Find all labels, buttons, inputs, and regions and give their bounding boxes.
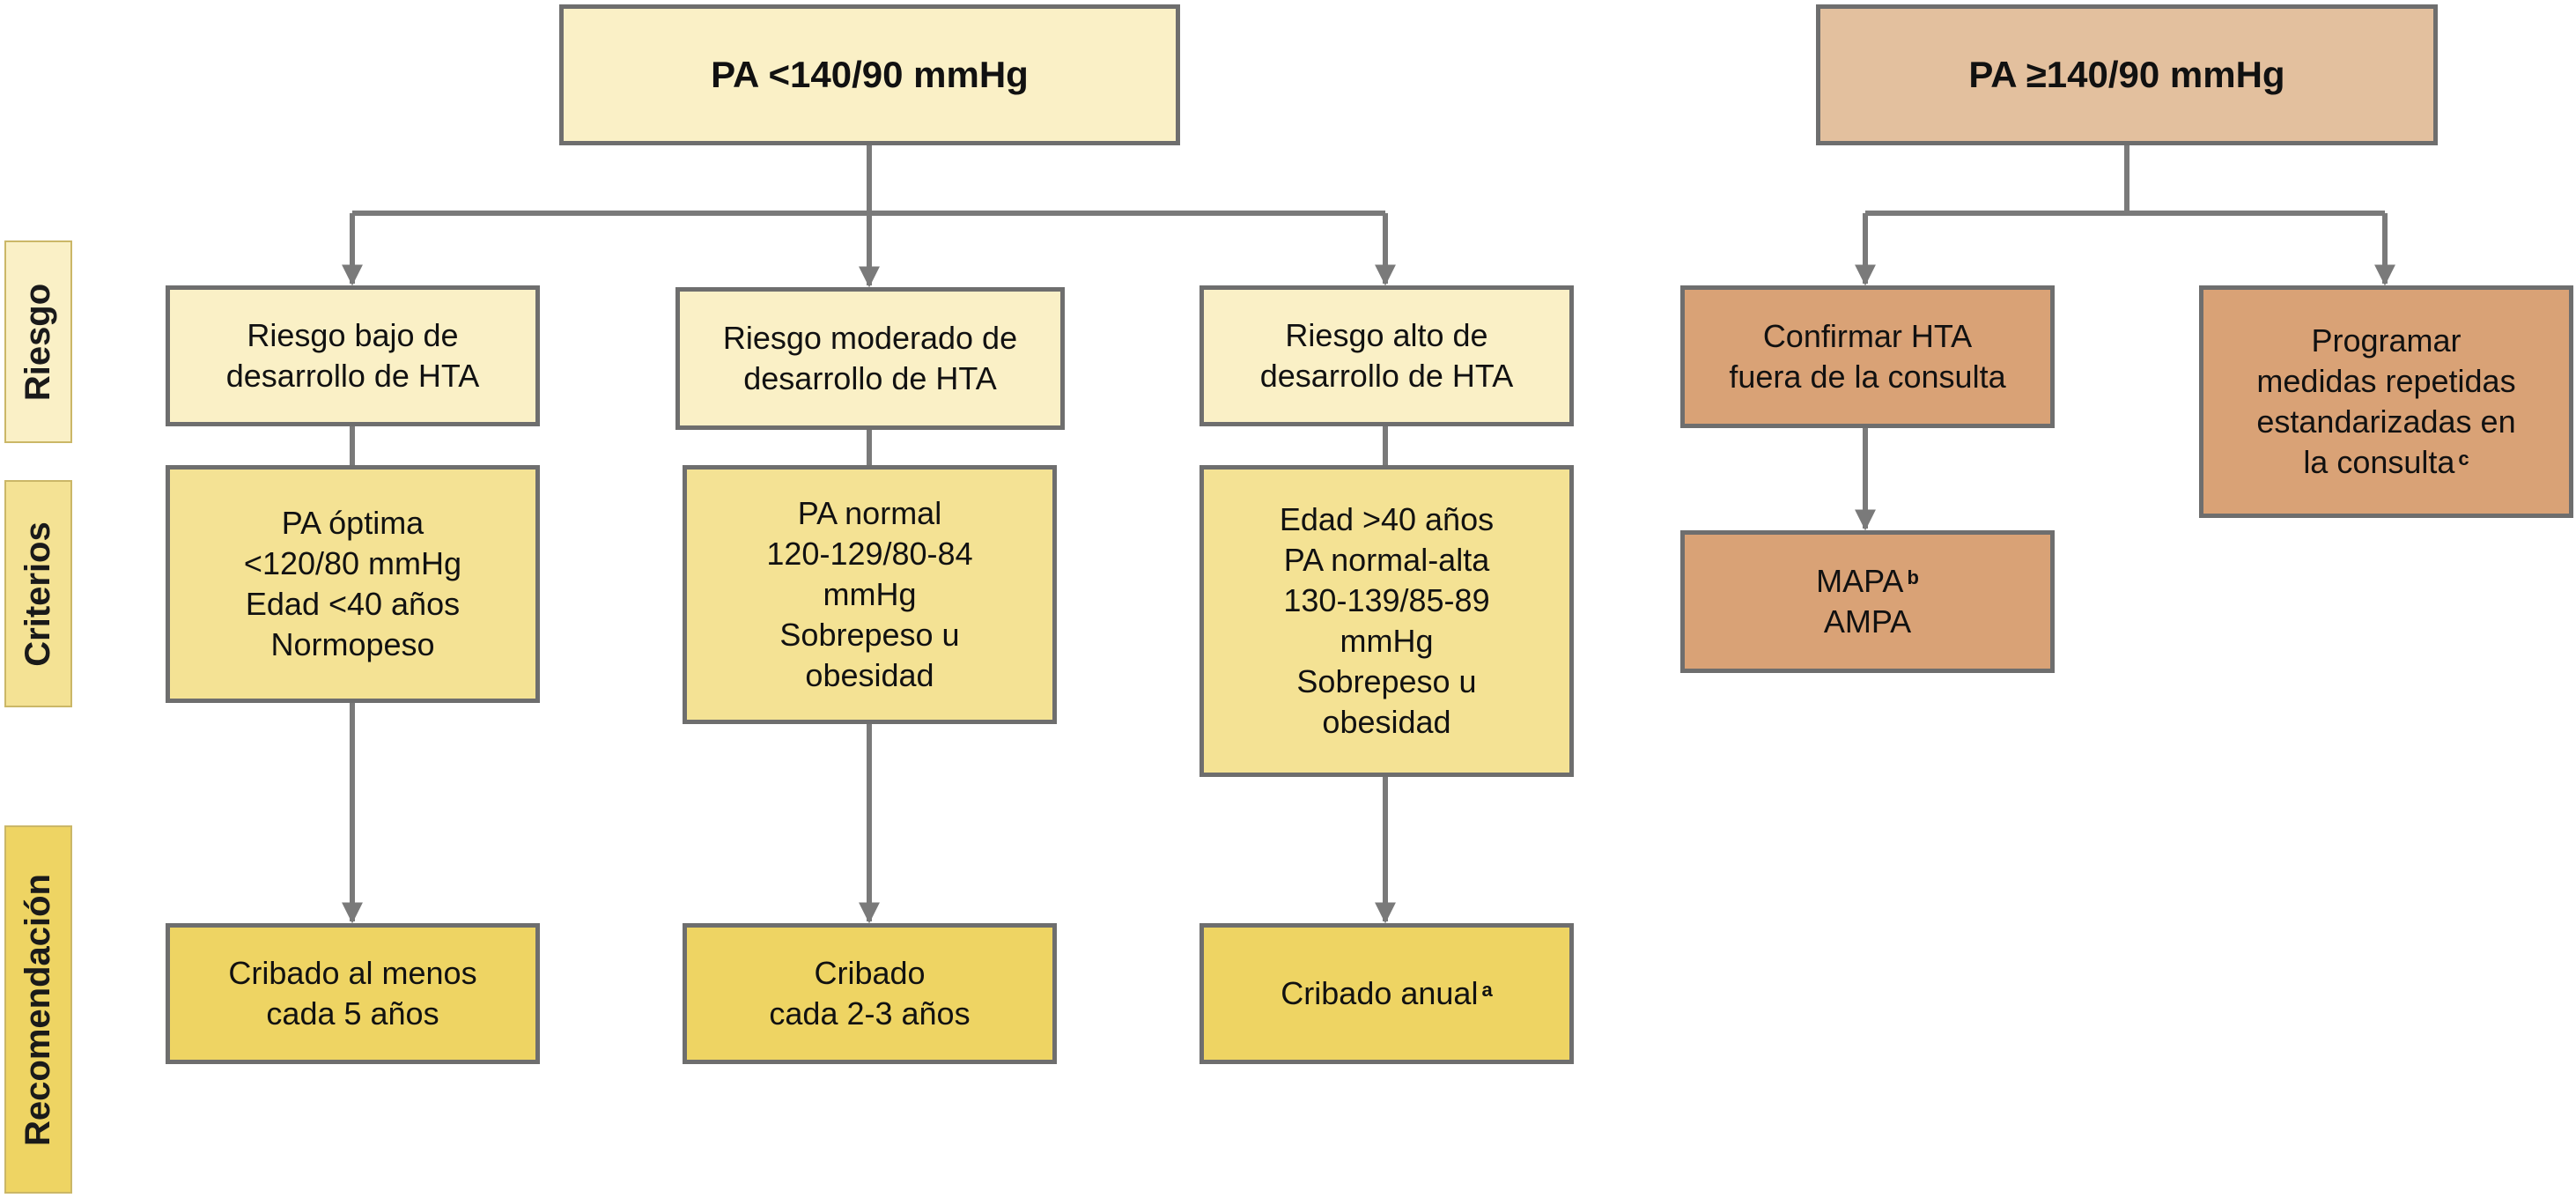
side-label-recomendacion-text: Recomendación	[18, 873, 57, 1146]
criteria-high-line: Edad >40 años	[1279, 501, 1495, 537]
criteria-low-line: Edad <40 años	[245, 586, 461, 622]
header-pa-over-140-text: PA ≥140/90 mmHg	[1968, 54, 2285, 95]
confirm-hta-line: Confirmar HTA	[1762, 318, 1973, 354]
criteria-high-line: Sobrepeso u	[1296, 663, 1477, 699]
criteria-moderate-line: mmHg	[823, 576, 917, 612]
criteria-moderate-line: PA normal	[797, 495, 942, 531]
risk-high-line: Riesgo alto de	[1285, 317, 1488, 353]
side-label-riesgo-text: Riesgo	[18, 283, 58, 401]
recommendation-low-line: Cribado al menos	[228, 955, 477, 991]
criteria-low-line: Normopeso	[270, 626, 435, 662]
side-label-criterios-text: Criterios	[18, 521, 57, 667]
criteria-moderate-box: PA normal 120-129/80-84 mmHg Sobrepeso u…	[683, 465, 1057, 724]
recommendation-high-text: Cribado anual	[1281, 975, 1479, 1011]
program-measures-line: estandarizadas en	[2256, 403, 2516, 440]
risk-low-line: Riesgo bajo de	[247, 317, 459, 353]
criteria-low-line: <120/80 mmHg	[243, 545, 462, 581]
risk-moderate-box: Riesgo moderado de desarrollo de HTA	[675, 287, 1065, 430]
ampa-text: AMPA	[1823, 603, 1912, 640]
footnote-b-marker: b	[1907, 566, 1919, 588]
recommendation-moderate-line: Cribado	[814, 955, 926, 991]
recommendation-moderate-line: cada 2-3 años	[769, 995, 971, 1032]
confirm-hta-line: fuera de la consulta	[1729, 359, 2006, 395]
program-measures-box: Programar medidas repetidas estandarizad…	[2199, 285, 2573, 518]
program-measures-line: medidas repetidas	[2256, 363, 2516, 399]
program-measures-line: Programar	[2311, 322, 2462, 359]
header-pa-over-140: PA ≥140/90 mmHg	[1816, 4, 2438, 145]
confirm-hta-box: Confirmar HTA fuera de la consulta	[1680, 285, 2055, 428]
criteria-high-line: PA normal-alta	[1283, 542, 1490, 578]
criteria-moderate-line: 120-129/80-84	[766, 536, 973, 572]
risk-low-box: Riesgo bajo de desarrollo de HTA	[166, 285, 540, 426]
program-measures-last-text: la consulta	[2303, 444, 2455, 480]
risk-moderate-line: desarrollo de HTA	[743, 360, 997, 396]
side-label-criterios: Criterios	[4, 480, 72, 707]
criteria-high-line: 130-139/85-89	[1283, 582, 1490, 618]
recommendation-moderate-box: Cribado cada 2-3 años	[683, 923, 1057, 1064]
criteria-high-box: Edad >40 años PA normal-alta 130-139/85-…	[1199, 465, 1574, 777]
side-label-riesgo: Riesgo	[4, 240, 72, 443]
header-pa-under-140-text: PA <140/90 mmHg	[711, 54, 1029, 95]
criteria-low-box: PA óptima <120/80 mmHg Edad <40 años Nor…	[166, 465, 540, 703]
side-label-recomendacion: Recomendación	[4, 825, 72, 1194]
criteria-high-line: mmHg	[1340, 623, 1434, 659]
risk-moderate-line: Riesgo moderado de	[722, 320, 1018, 356]
footnote-c-marker: c	[2458, 447, 2469, 470]
risk-high-box: Riesgo alto de desarrollo de HTA	[1199, 285, 1574, 426]
mapa-text: MAPA	[1816, 563, 1904, 599]
header-pa-under-140: PA <140/90 mmHg	[559, 4, 1180, 145]
footnote-a-marker: a	[1481, 979, 1493, 1001]
criteria-high-line: obesidad	[1322, 704, 1451, 740]
risk-high-line: desarrollo de HTA	[1259, 358, 1514, 394]
criteria-low-line: PA óptima	[281, 505, 424, 541]
risk-low-line: desarrollo de HTA	[225, 358, 480, 394]
criteria-moderate-line: obesidad	[805, 657, 934, 693]
criteria-moderate-line: Sobrepeso u	[779, 617, 960, 653]
recommendation-low-box: Cribado al menos cada 5 años	[166, 923, 540, 1064]
recommendation-low-line: cada 5 años	[266, 995, 439, 1032]
